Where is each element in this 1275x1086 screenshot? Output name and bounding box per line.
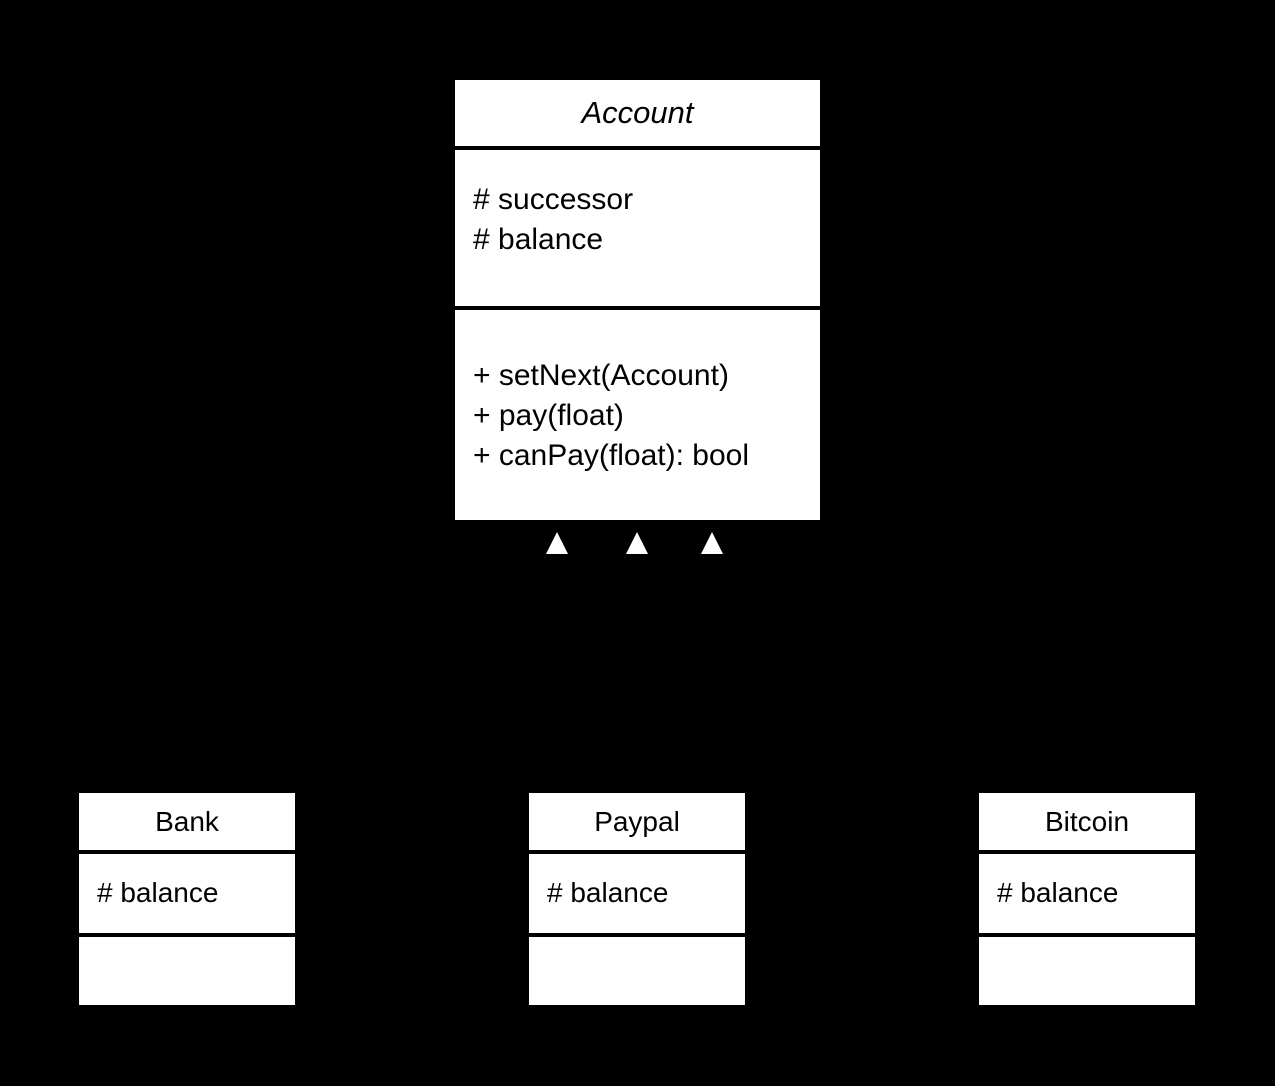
attributes-compartment-bitcoin: # balance (979, 850, 1195, 933)
attribute-item: # balance (97, 877, 219, 908)
generalization-line-paypal (636, 554, 639, 790)
generalization-line-bank (556, 554, 559, 770)
operation-item: + pay(float) (473, 399, 624, 432)
attribute-item: # balance (997, 877, 1119, 908)
attributes-compartment-bank: # balance (79, 850, 295, 933)
operations-compartment-bank (79, 933, 295, 1005)
class-name-account: Account (455, 80, 820, 146)
generalization-line-bank-drop (185, 767, 188, 790)
class-name-label-bank: Bank (155, 805, 219, 837)
attributes-compartment-account: # successor # balance (455, 146, 820, 306)
attribute-item: # successor (473, 183, 634, 216)
class-box-account[interactable]: Account # successor # balance + setNext(… (452, 77, 823, 523)
operations-compartment-paypal (529, 933, 745, 1005)
generalization-arrowhead-bank (546, 532, 568, 554)
class-name-bitcoin: Bitcoin (979, 793, 1195, 850)
attributes-compartment-paypal: # balance (529, 850, 745, 933)
operations-compartment-bitcoin (979, 933, 1195, 1005)
class-name-paypal: Paypal (529, 793, 745, 850)
generalization-line-bank-horizontal (185, 767, 559, 770)
class-name-bank: Bank (79, 793, 295, 850)
attribute-item: # balance (547, 877, 669, 908)
class-box-paypal[interactable]: Paypal # balance (526, 790, 748, 1008)
operation-item: + setNext(Account) (473, 359, 729, 392)
generalization-line-bitcoin-horizontal (711, 767, 1086, 770)
generalization-line-bitcoin-drop (1084, 767, 1087, 790)
class-name-label-account: Account (581, 95, 694, 130)
generalization-arrowhead-bitcoin (701, 532, 723, 554)
operations-compartment-account: + setNext(Account) + pay(float) + canPay… (455, 306, 820, 520)
generalization-arrowhead-paypal (626, 532, 648, 554)
attribute-item: # balance (473, 223, 604, 256)
class-box-bitcoin[interactable]: Bitcoin # balance (976, 790, 1198, 1008)
class-box-bank[interactable]: Bank # balance (76, 790, 298, 1008)
generalization-line-bitcoin (711, 554, 714, 770)
class-name-label-bitcoin: Bitcoin (1044, 805, 1130, 837)
class-name-label-paypal: Paypal (594, 805, 680, 837)
operation-item: + canPay(float): bool (473, 439, 749, 472)
